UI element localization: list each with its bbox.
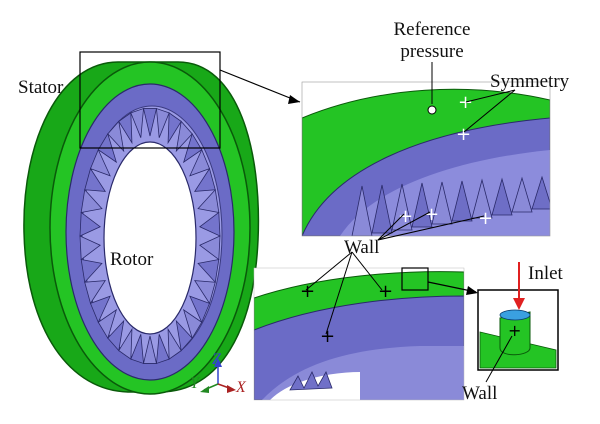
wall-cross-1: + — [398, 206, 413, 227]
rotor-tooth — [156, 334, 170, 365]
rotor-tooth — [84, 167, 107, 192]
inlet-arrowhead — [513, 298, 525, 310]
rotor-tooth — [84, 280, 107, 305]
rotor-tooth — [97, 308, 118, 340]
zoom-connector-arrowhead — [288, 95, 300, 104]
zoom-panel-top: + + + + + — [301, 81, 551, 237]
axis-y-label: Y — [190, 375, 199, 392]
wall-leader-5 — [351, 251, 383, 291]
rotor-tooth — [79, 235, 101, 261]
rotor-tooth — [167, 327, 182, 360]
rotor-tooth — [189, 295, 211, 324]
inlet-label: Inlet — [528, 263, 563, 284]
rotor-tooth — [118, 112, 133, 145]
zoom-tooth — [431, 181, 453, 225]
zoom-connector-line — [219, 69, 301, 103]
wall-leader-2 — [377, 211, 431, 241]
axis-z-label: Z — [212, 351, 221, 368]
wall-cross-2: + — [424, 204, 439, 225]
zoom-tooth — [391, 183, 413, 231]
wall-leader-1 — [377, 213, 405, 241]
inlet-wall-cross: + — [508, 321, 521, 340]
zoom-teeth — [351, 175, 550, 236]
wall-cross-3: + — [478, 208, 493, 229]
wall-leader-3 — [377, 215, 485, 241]
zoom-panel-bottom: + + + — [253, 267, 478, 401]
symmetry-cross-2: + — [456, 124, 471, 145]
rotor-tooth — [156, 107, 170, 138]
reference-pressure-label-line2: pressure — [400, 41, 464, 62]
rotor-bore — [103, 141, 197, 335]
rotor-teeth — [79, 107, 221, 365]
zoom-box-main — [79, 51, 221, 149]
wall-leader-4 — [305, 251, 353, 291]
rotor-tooth — [143, 108, 157, 137]
inlet-wall-leader — [485, 335, 513, 383]
axis-x-label: X — [236, 379, 246, 396]
rotor-tooth — [107, 319, 125, 352]
zoom-tooth — [511, 176, 533, 213]
rotor-tooth — [197, 188, 220, 213]
symmetry-leader-1 — [465, 89, 516, 103]
zoom-tooth — [411, 182, 433, 228]
rotor-tooth — [175, 319, 193, 352]
rotor-tooth — [175, 120, 193, 153]
rotor-tooth — [118, 327, 133, 360]
rotor-tooth — [80, 259, 103, 284]
zoom-tooth — [471, 178, 493, 219]
zoom-tooth — [351, 185, 373, 236]
rotor-tooth — [197, 259, 220, 284]
wall-label-bottom: Wall — [462, 383, 498, 404]
rotor-tooth — [130, 334, 144, 365]
zoom-tooth — [491, 177, 513, 216]
zoom-box-small — [401, 267, 429, 291]
rotor-tooth — [79, 211, 101, 237]
rotor-tooth — [130, 107, 144, 138]
rotor-tooth — [189, 148, 211, 177]
rotor-tooth — [167, 112, 182, 145]
reference-pressure-marker — [427, 105, 437, 115]
rotor-label: Rotor — [110, 249, 154, 270]
rotor-tooth — [143, 335, 157, 364]
stator-label: Stator — [18, 77, 64, 98]
zoom-tooth — [531, 175, 550, 210]
wall-leader-6 — [325, 251, 353, 335]
rotor-tooth — [199, 211, 221, 237]
reference-pressure-label-line1: Reference — [393, 19, 471, 40]
axis-triad — [200, 358, 236, 393]
zoom-tooth — [371, 184, 393, 234]
wall-cross-6: + — [320, 326, 335, 347]
symmetry-leader-2 — [463, 89, 516, 133]
rotor-tooth — [193, 280, 216, 305]
symmetry-label: Symmetry — [490, 71, 570, 92]
zoom-connector-small-arrowhead — [466, 286, 478, 295]
rotor-tooth — [107, 120, 125, 153]
symmetry-cross-1: + — [458, 92, 473, 113]
wall-cross-5: + — [378, 281, 393, 302]
rotor-tooth — [89, 148, 111, 177]
rotor-tooth — [182, 308, 203, 340]
rotor-tooth — [80, 188, 103, 213]
wall-label-top: Wall — [344, 237, 380, 258]
rotor-tooth — [199, 235, 221, 261]
rotor-tooth — [89, 295, 111, 324]
rotor-tooth — [193, 167, 216, 192]
